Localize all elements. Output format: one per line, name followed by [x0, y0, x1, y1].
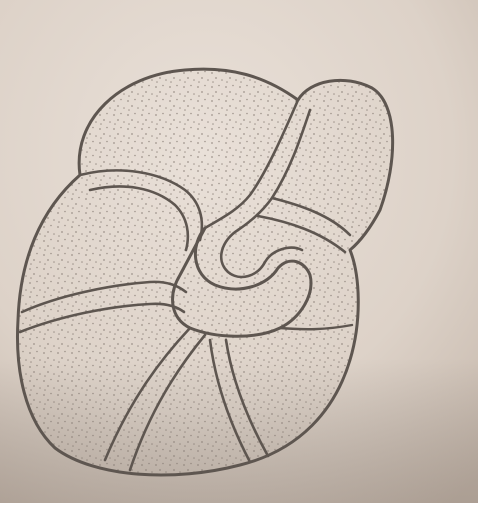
photo-border-right: [478, 0, 486, 511]
photo-border-bottom: [0, 503, 486, 511]
